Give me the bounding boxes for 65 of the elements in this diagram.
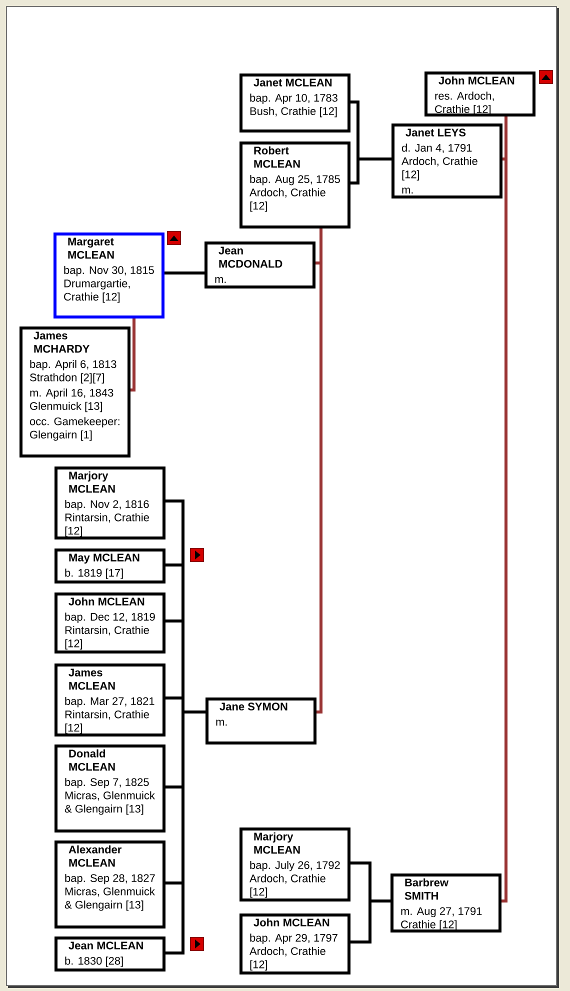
connector-line: [166, 564, 184, 566]
connector-line: [166, 882, 184, 884]
person-name: John MCLEAN: [254, 918, 330, 926]
event-text: bap. Apr 29, 1797 Ardoch, Crathie [12]: [250, 934, 338, 970]
event-text: bap. July 26, 1792 Ardoch, Crathie [12]: [250, 860, 340, 898]
person-box: [240, 142, 350, 228]
connector-line: [502, 900, 508, 902]
person-box: [240, 74, 350, 133]
event-text: bap. Apr 10, 1783 Bush, Crathie [12]: [250, 94, 338, 118]
person-name: Jean MCDONALD: [218, 246, 282, 268]
person-box: [54, 936, 166, 972]
connector-line: [350, 182, 360, 184]
person-box: [240, 828, 350, 902]
connector-line: [166, 696, 184, 700]
person-box: [240, 914, 350, 974]
event-text: bap. Nov 2, 1816 Rintarsin, Crathie [12]: [65, 500, 149, 537]
person-name: Janet MCLEAN: [254, 78, 332, 86]
event-text: occ. Gamekeeper: Glengairn [1]: [30, 417, 120, 441]
person-box: [54, 466, 166, 540]
event-text: bap. Mar 27, 1821 Rintarsin, Crathie [12]: [65, 696, 154, 734]
person-box: [54, 592, 166, 654]
connector-line: [166, 620, 184, 622]
connector-line: [166, 786, 184, 788]
event-text: bap. Aug 25, 1785 Ardoch, Crathie [12]: [250, 174, 340, 212]
event-text: d. Jan 4, 1791 Ardoch, Crathie [12]: [402, 144, 478, 180]
event-text: b. 1819 [17]: [65, 568, 123, 579]
person-box: [54, 664, 166, 736]
event-text: bap. Dec 12, 1819 Rintarsin, Crathie [12]: [65, 612, 155, 650]
person-name: John MCLEAN: [68, 597, 144, 606]
person-box: [54, 548, 166, 584]
person-box: [54, 232, 164, 318]
person-name: Janet LEYS: [406, 128, 466, 136]
connector-line: [320, 228, 322, 712]
person-name: John MCLEAN: [438, 76, 514, 84]
connector-line: [164, 272, 204, 274]
event-text: m.: [402, 188, 413, 194]
person-box: [20, 326, 130, 458]
person-box: [204, 242, 316, 288]
person-box: [424, 72, 536, 117]
person-box: [206, 698, 316, 744]
connector-line: [350, 100, 360, 104]
connector-line: [350, 940, 372, 944]
event-text: bap. Nov 30, 1815 Drumargartie, Crathie [12]: [64, 266, 154, 303]
connector-line: [166, 952, 184, 954]
connector-line: [356, 100, 393, 184]
person-box: [54, 840, 166, 928]
event-text: bap. Sep 28, 1827 Micras, Glenmuick & Glengairn [13]: [64, 874, 155, 911]
connector-line: [368, 862, 392, 944]
connector-line: [350, 862, 372, 864]
connector-line: [166, 500, 184, 502]
person-name: Jane SYMON: [220, 702, 288, 710]
connector-line: [130, 318, 136, 392]
person-box: [54, 744, 166, 832]
event-text: b. 1830 [28]: [65, 956, 123, 967]
event-text: m.: [215, 277, 226, 283]
person-name: Jean MCLEAN: [68, 942, 143, 950]
connector-line: [316, 710, 322, 714]
event-text: bap. Sep 7, 1825 Micras, Glenmuick & Glengairn [13]: [64, 778, 155, 815]
person-box: [392, 124, 502, 198]
connector-line: [504, 116, 508, 901]
connector-line: [316, 262, 322, 264]
person-box: [390, 874, 502, 932]
connector-line: [182, 500, 207, 954]
event-text: m.: [216, 720, 227, 726]
person-name: May MCLEAN: [69, 554, 140, 564]
